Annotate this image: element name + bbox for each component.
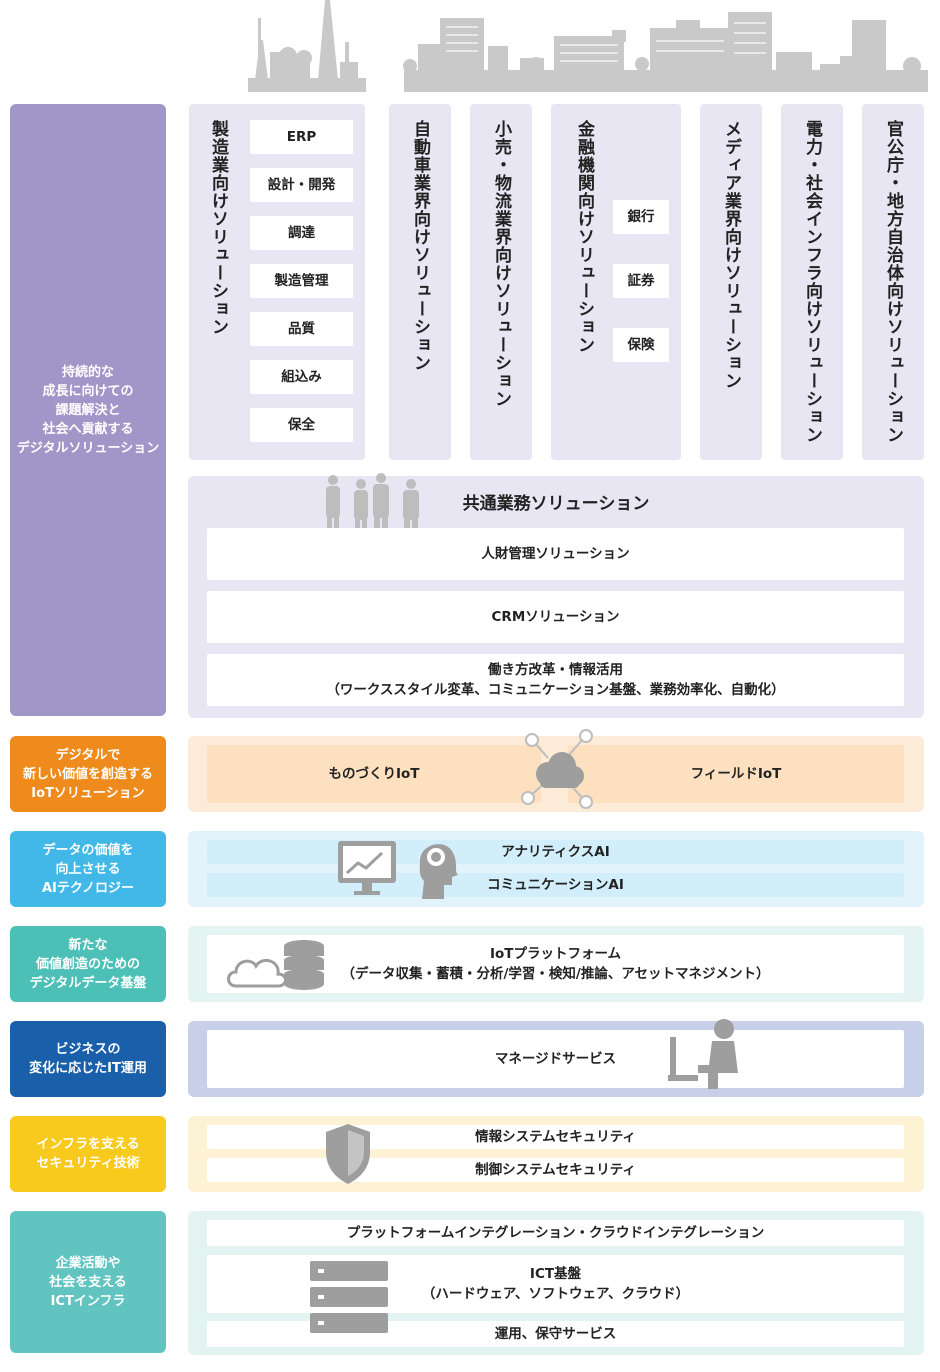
automotive-title: 自動車業界向けソリューション xyxy=(410,120,430,372)
label-digital-solution-text: 持続的な 成長に向けての 課題解決と 社会へ貢献する デジタルソリューション xyxy=(16,364,160,456)
manufacturing-item: 製造管理 xyxy=(250,264,353,298)
communication-ai-bar: コミュニケーションAI xyxy=(207,873,904,897)
finance-item: 銀行 xyxy=(613,200,669,234)
field-iot-text: フィールドIoT xyxy=(690,766,782,782)
platform-integration-text: プラットフォームインテグレーション・クラウドインテグレーション xyxy=(346,1225,765,1241)
label-security-text: インフラを支える セキュリティ技術 xyxy=(36,1137,140,1171)
column-power: 電力・社会インフラ向けソリューション xyxy=(781,104,843,460)
column-government: 官公庁・地方自治体向けソリューション xyxy=(862,104,924,460)
manufacturing-item: 保全 xyxy=(250,408,353,442)
label-ict-infra: 企業活動や 社会を支える ICTインフラ xyxy=(10,1211,166,1353)
ict-infra-panel: プラットフォームインテグレーション・クラウドインテグレーション ICT基盤 （ハ… xyxy=(188,1211,924,1355)
power-title: 電力・社会インフラ向けソリューション xyxy=(802,120,822,444)
finance-item: 保険 xyxy=(613,328,669,362)
label-security: インフラを支える セキュリティ技術 xyxy=(10,1116,166,1192)
it-operation-panel: マネージドサービス xyxy=(188,1019,924,1097)
crm-bar: CRMソリューション xyxy=(207,591,904,643)
label-it-operation: ビジネスの 変化に応じたIT運用 xyxy=(10,1021,166,1097)
workstyle-text: 働き方改革・情報活用 （ワークススタイル変革、コミュニケーション基盤、業務効率化… xyxy=(326,662,785,698)
retail-title: 小売・物流業界向けソリューション xyxy=(491,120,511,408)
label-digital-solution: 持続的な 成長に向けての 課題解決と 社会へ貢献する デジタルソリューション xyxy=(10,104,166,716)
operator-person-icon xyxy=(668,1019,738,1089)
crm-text: CRMソリューション xyxy=(491,609,620,625)
hr-management-text: 人財管理ソリューション xyxy=(481,546,630,562)
control-system-security-text: 制御システムセキュリティ xyxy=(475,1162,636,1178)
column-retail: 小売・物流業界向けソリューション xyxy=(470,104,532,460)
info-system-security-bar: 情報システムセキュリティ xyxy=(207,1125,904,1149)
manufacturing-item: ERP xyxy=(250,120,353,154)
cloud-network-icon xyxy=(521,729,593,809)
manufacturing-item: 調達 xyxy=(250,216,353,250)
manufacturing-item: 設計・開発 xyxy=(250,168,353,202)
data-platform-panel: IoTプラットフォーム （データ収集・蓄積・分析/学習・検知/推論、アセットマネ… xyxy=(188,926,924,1002)
city-skyline-illustration xyxy=(248,0,928,92)
manufacturing-title: 製造業向けソリューション xyxy=(208,120,228,336)
iot-panel: ものづくりIoT フィールドIoT xyxy=(188,729,924,812)
monozukuri-iot-bar: ものづくりIoT xyxy=(207,745,541,803)
cloud-database-icon xyxy=(227,940,324,990)
security-panel: 情報システムセキュリティ 制御システムセキュリティ xyxy=(188,1116,924,1192)
label-ai-technology: データの価値を 向上させる AIテクノロジー xyxy=(10,831,166,907)
column-automotive: 自動車業界向けソリューション xyxy=(389,104,451,460)
field-iot-bar: フィールドIoT xyxy=(568,745,904,803)
column-finance: 金融機関向けソリューション 銀行 証券 保険 xyxy=(551,104,681,460)
maintenance-service-text: 運用、保守サービス xyxy=(494,1326,617,1342)
ict-base-text: ICT基盤 （ハードウェア、ソフトウェア、クラウド） xyxy=(421,1266,690,1302)
analytics-ai-text: アナリティクスAI xyxy=(501,844,610,860)
shield-icon xyxy=(326,1124,370,1184)
monozukuri-iot-text: ものづくりIoT xyxy=(328,766,420,782)
column-media: メディア業界向けソリューション xyxy=(700,104,762,460)
manufacturing-item: 組込み xyxy=(250,360,353,394)
media-title: メディア業界向けソリューション xyxy=(721,120,741,390)
managed-service-bar: マネージドサービス xyxy=(207,1030,904,1088)
hr-management-bar: 人財管理ソリューション xyxy=(207,528,904,580)
label-data-platform-text: 新たな 価値創造のための デジタルデータ基盤 xyxy=(29,937,147,991)
monitor-chart-icon xyxy=(338,841,396,895)
info-system-security-text: 情報システムセキュリティ xyxy=(475,1129,636,1145)
common-solutions-title: 共通業務ソリューション xyxy=(462,494,650,514)
finance-title: 金融機関向けソリューション xyxy=(574,120,594,354)
government-title: 官公庁・地方自治体向けソリューション xyxy=(883,120,903,444)
common-solutions-panel: 共通業務ソリューション 人財管理ソリューション CRMソリューション 働き方改革… xyxy=(188,473,924,718)
workstyle-bar: 働き方改革・情報活用 （ワークススタイル変革、コミュニケーション基盤、業務効率化… xyxy=(207,654,904,706)
analytics-ai-bar: アナリティクスAI xyxy=(207,840,904,864)
control-system-security-bar: 制御システムセキュリティ xyxy=(207,1158,904,1182)
managed-service-text: マネージドサービス xyxy=(494,1051,617,1067)
communication-ai-text: コミュニケーションAI xyxy=(487,877,624,893)
ai-panel: アナリティクスAI コミュニケーションAI xyxy=(188,831,924,907)
label-it-operation-text: ビジネスの 変化に応じたIT運用 xyxy=(29,1042,147,1076)
label-ict-infra-text: 企業活動や 社会を支える ICTインフラ xyxy=(49,1255,127,1309)
column-manufacturing: 製造業向けソリューション ERP 設計・開発 調達 製造管理 品質 組込み 保全 xyxy=(189,104,365,460)
server-rack-icon xyxy=(310,1261,388,1333)
ai-head-icon xyxy=(419,844,458,899)
label-iot-solution-text: デジタルで 新しい価値を創造する IoTソリューション xyxy=(22,747,153,801)
label-data-platform: 新たな 価値創造のための デジタルデータ基盤 xyxy=(10,926,166,1002)
label-iot-solution: デジタルで 新しい価値を創造する IoTソリューション xyxy=(10,736,166,812)
label-ai-technology-text: データの価値を 向上させる AIテクノロジー xyxy=(41,842,135,896)
manufacturing-item: 品質 xyxy=(250,312,353,346)
platform-integration-bar: プラットフォームインテグレーション・クラウドインテグレーション xyxy=(207,1220,904,1246)
iot-platform-text: IoTプラットフォーム （データ収集・蓄積・分析/学習・検知/推論、アセットマネ… xyxy=(341,946,770,982)
finance-item: 証券 xyxy=(613,264,669,298)
